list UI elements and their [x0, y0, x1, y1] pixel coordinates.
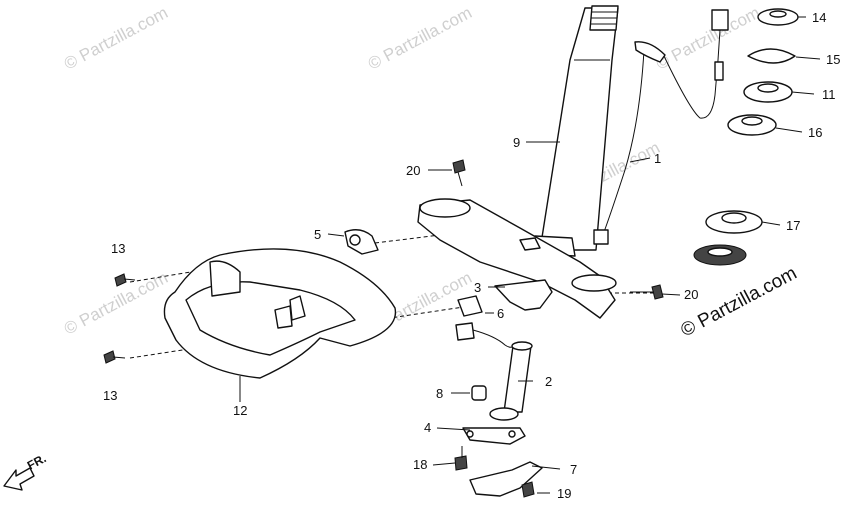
front-direction-marker: FR. — [3, 451, 48, 491]
leader-lines — [239, 16, 821, 494]
callout-11: 11 — [822, 87, 836, 102]
watermark: © Partzilla.com — [653, 3, 763, 74]
bearing-stack — [727, 8, 799, 136]
watermark: © Partzilla.com — [61, 3, 171, 74]
callout-7: 7 — [570, 462, 577, 477]
copyright-text: © Partzilla.com — [677, 263, 800, 342]
callout-2: 2 — [545, 374, 552, 389]
screw-19 — [521, 481, 535, 498]
steering-stem-shaft — [534, 5, 619, 257]
callout-4: 4 — [424, 420, 431, 435]
bracket-7 — [469, 461, 543, 497]
screw-13-lower — [103, 350, 126, 364]
callout-13-lower: 13 — [103, 388, 117, 403]
front-arrow-icon — [3, 467, 35, 491]
bearing-17 — [705, 210, 763, 234]
lower-triple-clamp — [417, 198, 617, 319]
connector-6 — [455, 295, 519, 348]
watermark: © Partzilla.com — [365, 3, 475, 74]
callout-5: 5 — [314, 227, 321, 242]
bolt-20-upper — [452, 159, 466, 187]
callout-17: 17 — [786, 218, 800, 233]
callout-14: 14 — [812, 10, 826, 25]
bracket-3 — [494, 279, 553, 311]
clamp-5 — [344, 229, 379, 255]
washer-15 — [747, 48, 796, 64]
plate-4 — [462, 427, 526, 445]
callout-labels: 1 2 3 4 5 6 7 8 9 11 12 13 13 14 15 16 1… — [103, 10, 840, 501]
headlight-case — [163, 248, 397, 379]
callout-13-upper: 13 — [111, 241, 125, 256]
collar-8 — [471, 385, 487, 401]
callout-8: 8 — [436, 386, 443, 401]
bolt-20-right — [630, 284, 664, 300]
callout-9: 9 — [513, 135, 520, 150]
callout-18: 18 — [413, 457, 427, 472]
callout-12: 12 — [233, 403, 247, 418]
callout-15: 15 — [826, 52, 840, 67]
callout-3: 3 — [474, 280, 481, 295]
callout-1: 1 — [654, 151, 661, 166]
callout-6: 6 — [497, 306, 504, 321]
callout-20-right: 20 — [684, 287, 698, 302]
callout-19: 19 — [557, 486, 571, 501]
screw-18 — [454, 446, 468, 471]
sensor-2 — [489, 341, 533, 421]
callout-16: 16 — [808, 125, 822, 140]
callout-20-upper: 20 — [406, 163, 420, 178]
screw-13-upper — [114, 273, 136, 287]
seal-lower — [693, 244, 747, 266]
wire-harness-1 — [593, 9, 729, 245]
